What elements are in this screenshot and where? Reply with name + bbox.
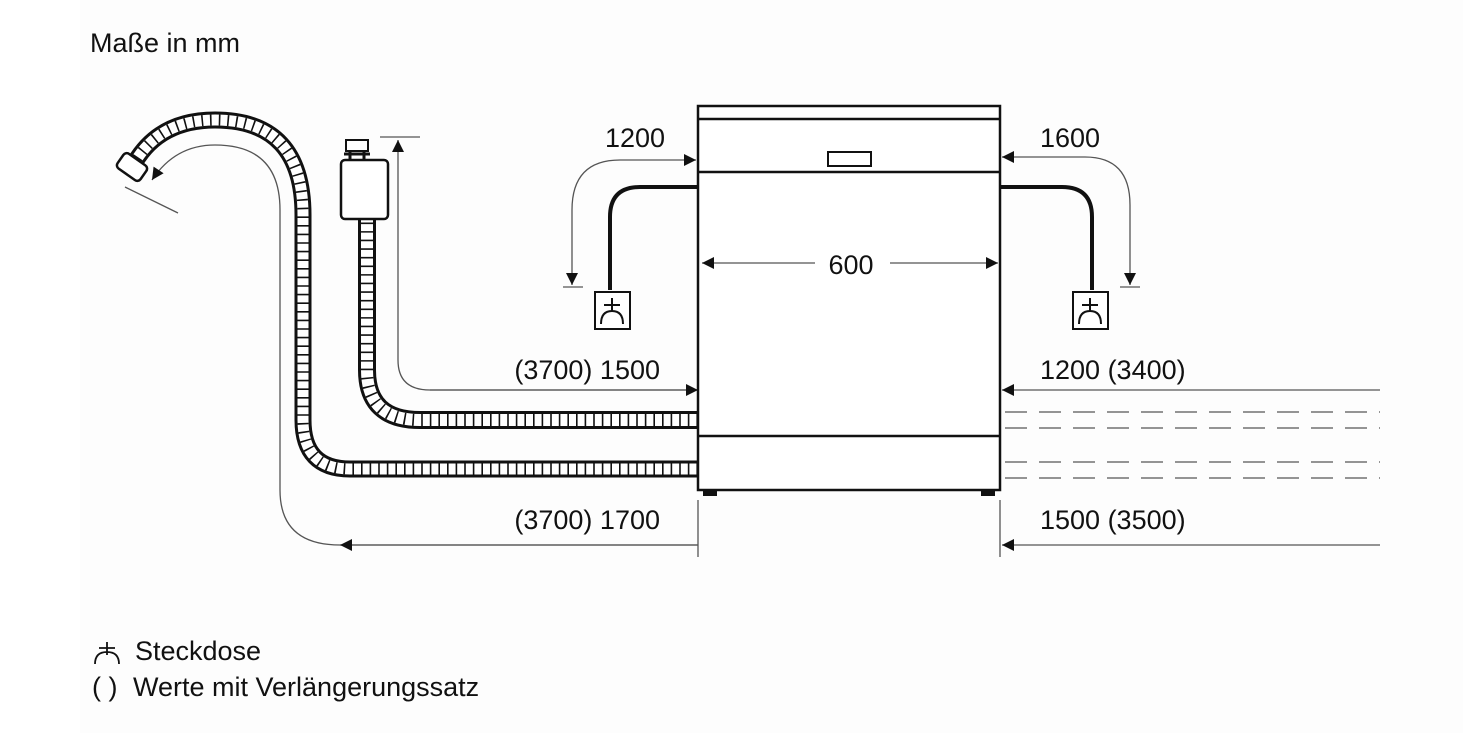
left-drain-length: (3700) 1700 (514, 505, 660, 535)
power-cord-right (1000, 185, 1094, 290)
drain-dimension-line (151, 144, 698, 546)
socket-icon (1072, 291, 1109, 330)
drain-hose (115, 111, 698, 478)
right-inlet-length: 1200 (3400) (1040, 355, 1186, 385)
appliance-width: 600 (828, 250, 873, 280)
aquastop-valve (339, 158, 390, 221)
left-power-cord-length: 1200 (605, 123, 665, 153)
inlet-hose (339, 139, 698, 429)
legend-extension-label: Werte mit Verlängerungssatz (133, 672, 479, 702)
right-drain-length: 1500 (3500) (1040, 505, 1186, 535)
drain-hose-end (115, 151, 149, 183)
right-power-cord-length: 1600 (1040, 123, 1100, 153)
legend-socket-icon (94, 642, 120, 665)
power-cord-left (608, 185, 698, 290)
units-title: Maße in mm (90, 28, 240, 58)
socket-icon (594, 291, 631, 330)
legend-socket-label: Steckdose (135, 636, 261, 666)
dishwasher-front (696, 104, 1002, 496)
control-display (827, 151, 872, 167)
left-inlet-length: (3700) 1500 (514, 355, 660, 385)
inlet-dimension-line (392, 140, 698, 391)
legend-extension-symbol: ( ) (92, 672, 117, 702)
